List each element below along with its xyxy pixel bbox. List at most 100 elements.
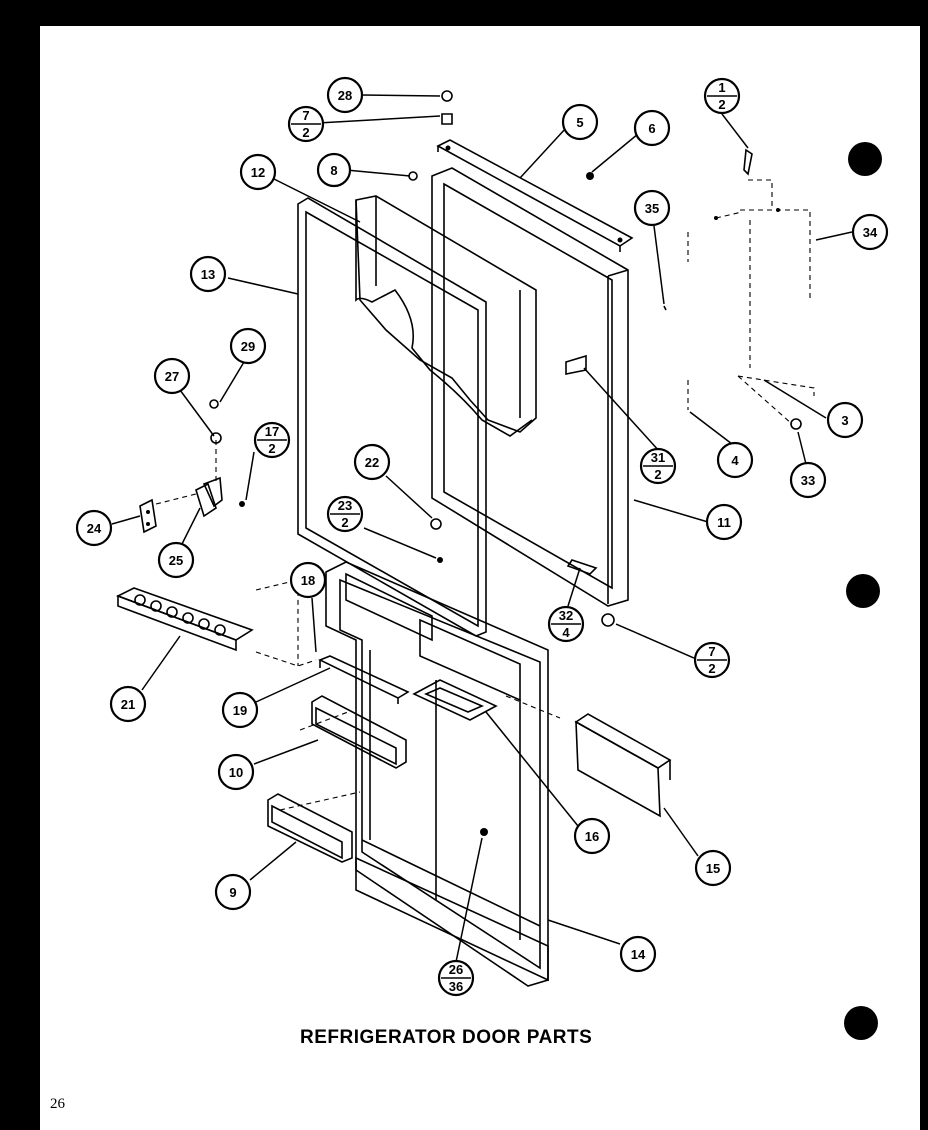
svg-text:21: 21 [121, 697, 135, 712]
trim-strip [574, 713, 672, 818]
svg-text:27: 27 [165, 369, 179, 384]
svg-text:34: 34 [863, 225, 878, 240]
svg-text:24: 24 [87, 521, 102, 536]
freezer-door-panel [431, 167, 629, 607]
callout-5: 5 [561, 103, 599, 141]
svg-text:5: 5 [576, 115, 583, 130]
svg-text:26: 26 [449, 962, 463, 977]
svg-text:9: 9 [229, 885, 236, 900]
callout-25: 25 [157, 541, 195, 579]
svg-text:25: 25 [169, 553, 183, 568]
svg-text:8: 8 [330, 163, 337, 178]
svg-text:17: 17 [265, 424, 279, 439]
callout-29: 29 [229, 327, 267, 365]
callout-6: 6 [633, 109, 671, 147]
callout-10: 10 [217, 753, 255, 791]
callout-17-2: 17 2 [253, 421, 291, 459]
callout-32-4: 32 4 [547, 605, 585, 643]
hinge-assembly [139, 399, 245, 534]
diagram-title: REFRIGERATOR DOOR PARTS [300, 1027, 593, 1048]
svg-text:1: 1 [718, 80, 725, 95]
callout-18: 18 [289, 561, 327, 599]
svg-text:4: 4 [731, 453, 739, 468]
svg-text:2: 2 [341, 515, 348, 530]
freezer-door-liner [355, 195, 537, 437]
callout-8: 8 [316, 152, 352, 188]
callout-21: 21 [109, 685, 147, 723]
callout-12: 12 [239, 153, 277, 191]
svg-text:2: 2 [654, 467, 661, 482]
binder-hole-bottom [844, 1006, 878, 1040]
svg-text:19: 19 [233, 703, 247, 718]
binder-hole-middle [846, 574, 880, 608]
svg-text:4: 4 [562, 625, 570, 640]
diagram-sheet [40, 26, 920, 1130]
door-shelf-upper [311, 695, 407, 769]
svg-text:18: 18 [301, 573, 315, 588]
svg-text:35: 35 [645, 201, 659, 216]
svg-text:2: 2 [302, 125, 309, 140]
svg-text:3: 3 [841, 413, 848, 428]
svg-text:31: 31 [651, 450, 665, 465]
callout-27: 27 [153, 357, 191, 395]
svg-text:32: 32 [559, 608, 573, 623]
svg-text:29: 29 [241, 339, 255, 354]
page-number: 26 [50, 1096, 65, 1112]
freezer-door-top-strip [436, 139, 634, 252]
leader-lines [111, 94, 853, 963]
callout-15: 15 [694, 849, 732, 887]
svg-text:7: 7 [302, 108, 309, 123]
callout-3: 3 [826, 401, 864, 439]
door-bar [318, 655, 410, 704]
door-shelf-small [412, 679, 498, 721]
refrigerator-door-liner [325, 561, 549, 987]
svg-text:14: 14 [631, 947, 646, 962]
svg-text:2: 2 [708, 661, 715, 676]
callout-19: 19 [221, 691, 259, 729]
callout-9: 9 [214, 873, 252, 911]
callout-23-2: 23 2 [326, 495, 364, 533]
svg-text:22: 22 [365, 455, 379, 470]
callout-4: 4 [716, 441, 754, 479]
callout-28: 28 [326, 76, 364, 114]
callout-26-36: 26 36 [437, 959, 475, 997]
fasteners [408, 90, 615, 836]
shelf-dashed-guides [279, 711, 361, 811]
callout-24: 24 [75, 509, 113, 547]
svg-text:15: 15 [706, 861, 720, 876]
binder-hole-top [848, 142, 882, 176]
svg-text:36: 36 [449, 979, 463, 994]
svg-text:23: 23 [338, 498, 352, 513]
door-shelf-lower [267, 793, 353, 863]
callout-22: 22 [353, 443, 391, 481]
callout-16: 16 [573, 817, 611, 855]
callout-34: 34 [851, 213, 889, 251]
callout-1-2: 1 2 [703, 77, 741, 115]
svg-text:2: 2 [718, 97, 725, 112]
egg-tray [115, 587, 254, 652]
egg-tray-dashed-outline [255, 579, 317, 667]
svg-text:7: 7 [708, 644, 715, 659]
callout-7-2-top: 7 2 [287, 105, 325, 143]
callout-33: 33 [789, 461, 827, 499]
callout-11: 11 [705, 503, 743, 541]
callout-31-2: 31 2 [639, 447, 677, 485]
svg-text:12: 12 [251, 165, 265, 180]
svg-text:16: 16 [585, 829, 599, 844]
callout-13: 13 [189, 255, 227, 293]
trim-strip-dashed-guide [505, 695, 561, 719]
callout-35: 35 [633, 189, 671, 227]
top-hinge-assembly [663, 148, 815, 430]
svg-text:10: 10 [229, 765, 243, 780]
svg-text:28: 28 [338, 88, 352, 103]
freezer-door-gasket [297, 197, 487, 637]
svg-text:2: 2 [268, 441, 275, 456]
svg-text:13: 13 [201, 267, 215, 282]
svg-text:33: 33 [801, 473, 815, 488]
svg-text:11: 11 [717, 515, 731, 530]
svg-text:6: 6 [648, 121, 655, 136]
callout-7-2-bottom: 7 2 [693, 641, 731, 679]
callout-14: 14 [619, 935, 657, 973]
